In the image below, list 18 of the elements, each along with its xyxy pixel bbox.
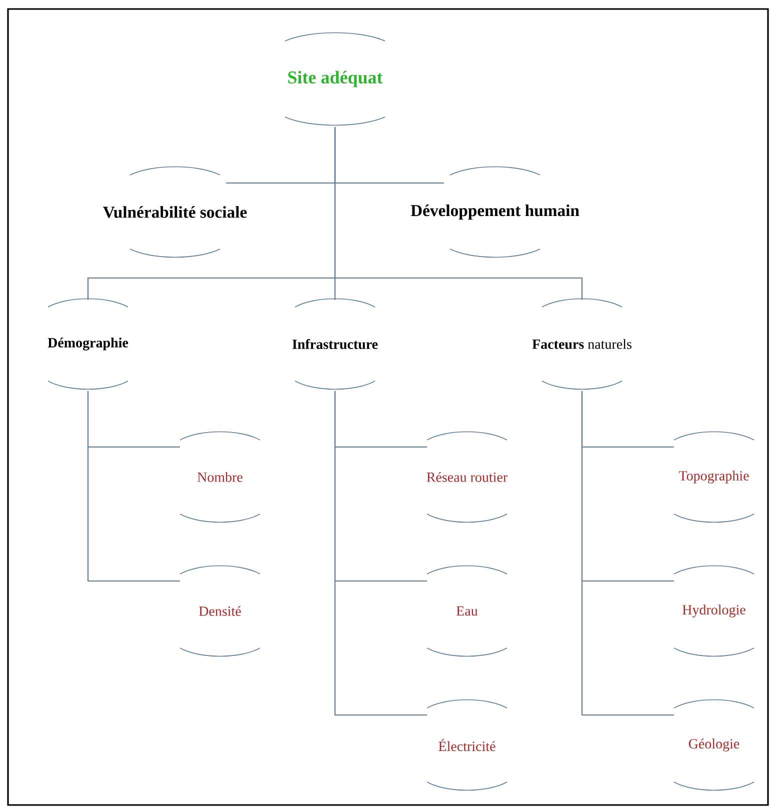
arc-node: Démographie (48, 298, 128, 390)
arc-node: Topographie (674, 431, 754, 523)
arc-node: Eau (426, 565, 508, 657)
arc-node: Vulnérabilité sociale (103, 166, 247, 258)
arc-node: Réseau routier (426, 431, 508, 523)
arc-node: Nombre (180, 431, 260, 523)
arc-node: Infrastructure (292, 298, 378, 390)
connector-line (334, 391, 427, 716)
arc-node: Développement humain (410, 166, 580, 258)
arc-node: Facteurs naturels (532, 298, 632, 390)
connector-line (581, 391, 674, 716)
arc-node: Électricité (426, 699, 508, 791)
arc-node: Site adéquat (284, 32, 386, 126)
arc-node: Densité (180, 565, 260, 657)
connector-line (87, 391, 180, 582)
arc-node: Géologie (674, 699, 754, 791)
arc-node: Hydrologie (674, 565, 754, 657)
connector-line (334, 127, 583, 300)
